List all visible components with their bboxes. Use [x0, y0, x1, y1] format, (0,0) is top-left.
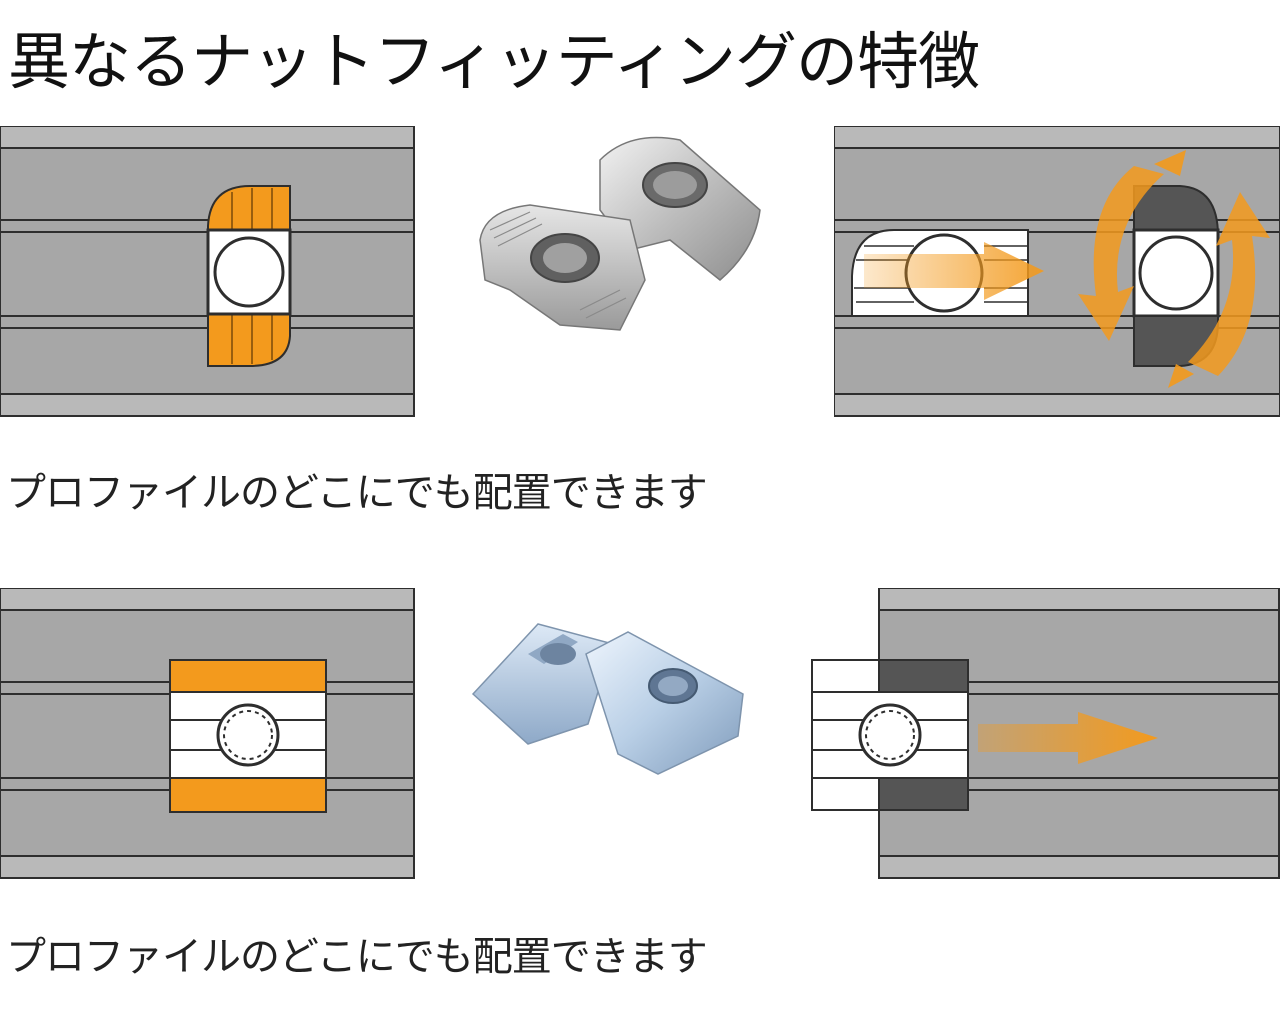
page-title: 異なるナットフィッティングの特徴 — [8, 25, 980, 98]
sliding-t-nut-photo — [471, 623, 744, 775]
hammer-head-t-nut-photo — [479, 136, 761, 331]
caption-row-1: プロファイルのどこにでも配置できます — [6, 470, 708, 516]
sliding-t-nut-slide-diagram — [811, 588, 1280, 879]
hammer-head-t-nut-rotate-diagram — [834, 126, 1280, 417]
hammer-head-t-nut-insert-diagram — [0, 126, 415, 417]
caption-row-2: プロファイルのどこにでも配置できます — [6, 934, 708, 980]
sliding-t-nut-insert-diagram — [0, 588, 415, 879]
